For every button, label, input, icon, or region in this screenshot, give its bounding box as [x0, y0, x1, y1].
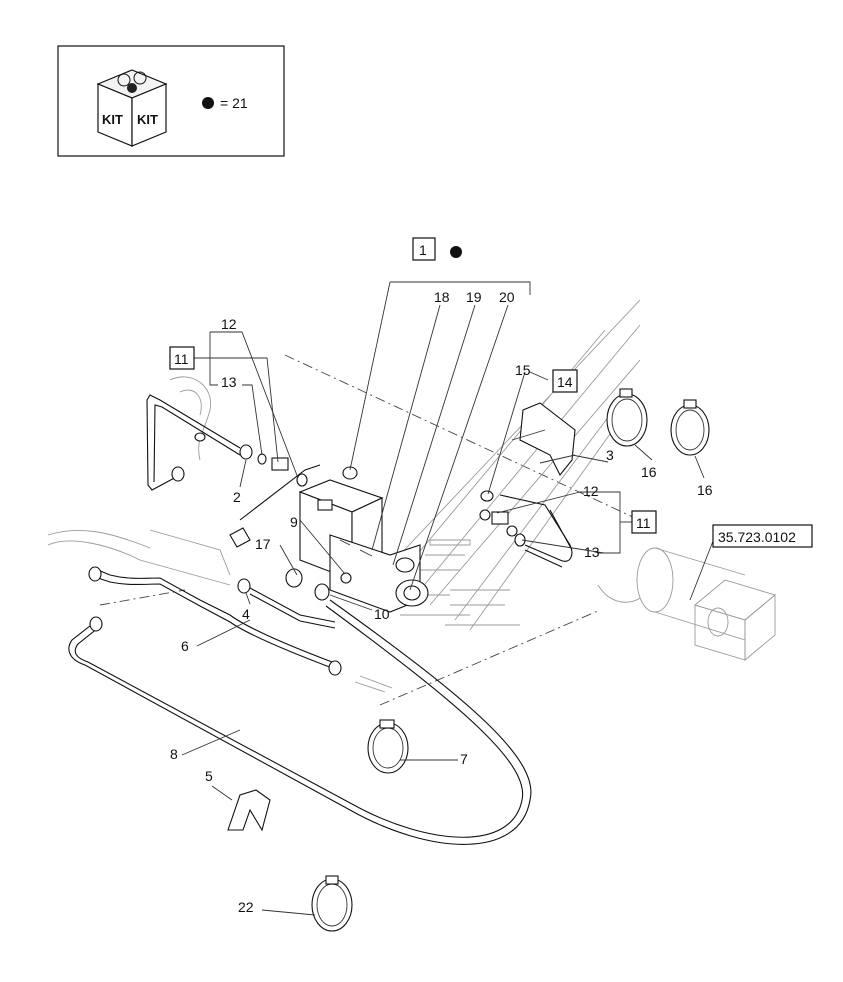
leader-lines: [181, 281, 716, 916]
callout-6: 6: [181, 638, 189, 654]
callout-9: 9: [290, 514, 298, 530]
callout-2: 2: [233, 489, 241, 505]
clamp-7-icon: [367, 722, 409, 774]
callout-19: 19: [466, 289, 482, 305]
kit-equals-text: = 21: [220, 95, 248, 111]
pipes: [68, 394, 573, 845]
callout-22: 22: [238, 899, 254, 915]
callout-3: 3: [606, 447, 614, 463]
callout-12b: 12: [583, 483, 599, 499]
callout-20: 20: [499, 289, 515, 305]
callout-8: 8: [170, 746, 178, 762]
reference-box: [712, 524, 813, 548]
callout-1-box: [412, 237, 436, 261]
callout-11a: 11: [174, 351, 189, 367]
clamp-16a-icon: [606, 393, 648, 447]
reference-label: 35.723.0102: [718, 529, 796, 545]
callout-13b: 13: [584, 544, 600, 560]
callout-17: 17: [255, 536, 271, 552]
boxed-callouts: 1 11 14 11 35.723.0102: [169, 237, 813, 548]
fitting-2-icon: [239, 444, 253, 460]
brackets: [227, 402, 576, 832]
callout-4: 4: [242, 606, 250, 622]
callout-1: 1: [419, 242, 427, 258]
clamp-22-icon: [311, 878, 353, 932]
kit-legend-frame: [57, 45, 285, 157]
callout-11a-box: [169, 346, 195, 370]
seal-13-icon: [257, 453, 267, 465]
kit-box-icon: KIT KIT: [96, 69, 168, 147]
centerlines: [99, 354, 651, 706]
o-ring-1-icon: [342, 466, 358, 480]
callout-16a: 16: [641, 464, 657, 480]
fittings: [194, 432, 526, 601]
valve-block: [298, 479, 429, 613]
kit-label-right: KIT: [137, 112, 158, 127]
callout-7: 7: [460, 751, 468, 767]
callout-15: 15: [515, 362, 531, 378]
callout-12a: 12: [221, 316, 237, 332]
clamps: [311, 388, 710, 932]
kit-label-left: KIT: [102, 112, 123, 127]
callout-14-box: [552, 369, 578, 393]
callout-16b: 16: [697, 482, 713, 498]
support-5-icon: [227, 789, 271, 832]
bracket-3-icon: [519, 402, 576, 477]
callout-5: 5: [205, 768, 213, 784]
clamp-16b-icon: [670, 404, 710, 456]
callout-10: 10: [374, 606, 390, 622]
context-parts: [47, 299, 776, 693]
callout-13a: 13: [221, 374, 237, 390]
callout-11b: 11: [636, 515, 651, 531]
callout-18: 18: [434, 289, 450, 305]
callout-1-kit-dot-icon: [450, 246, 462, 258]
kit-legend: KIT KIT = 21: [57, 45, 285, 157]
adapter-12-icon: [271, 457, 289, 471]
callout-14: 14: [557, 374, 573, 390]
plain-callouts: 18 19 20 12 13 2 9 17 4 10 6 8 7 5 22 15…: [170, 289, 713, 915]
kit-dot-icon: [202, 97, 214, 109]
callout-11b-box: [631, 510, 657, 534]
